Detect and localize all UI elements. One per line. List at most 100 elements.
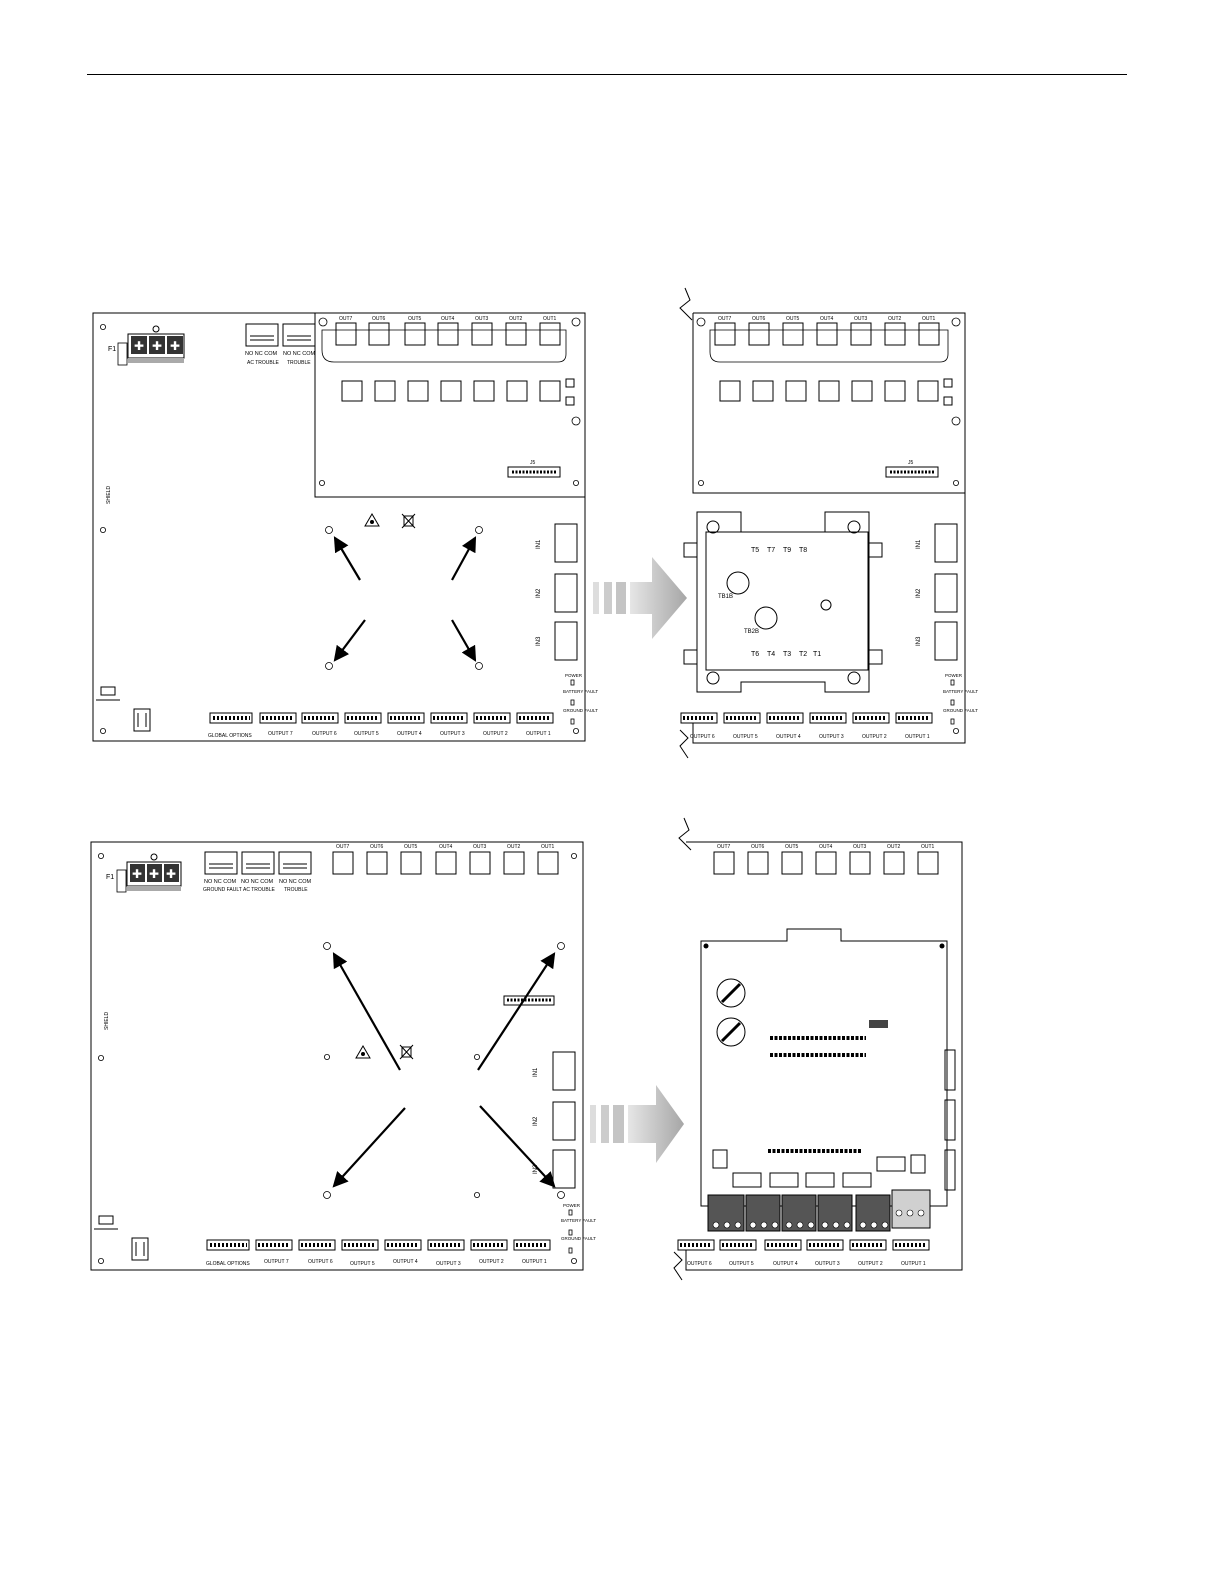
svg-text:T5: T5 — [751, 547, 759, 554]
side-mark: SHIELD — [104, 1012, 110, 1030]
output-connectors — [332, 851, 559, 875]
out-label: OUT3 — [475, 316, 489, 322]
fuse-label: F1 — [106, 874, 114, 881]
out-label: OUT1 — [922, 316, 936, 322]
svg-text:✚: ✚ — [152, 339, 162, 353]
led-label: GROUND FAULT — [943, 708, 978, 713]
led-label: BATTERY FAULT — [563, 689, 598, 694]
out-label: OUT3 — [853, 844, 867, 850]
figure1-left-board: F1 ✚✚✚ NO NC COM NO NC COM AC TROUBLE TR… — [92, 312, 598, 742]
status-leds — [568, 1209, 573, 1254]
relay-connectors — [204, 851, 312, 875]
out-label: OUT1 — [543, 316, 557, 322]
input-label: IN2 — [533, 1116, 539, 1126]
esd-warning-icon — [364, 513, 380, 527]
svg-text:T2: T2 — [799, 651, 807, 658]
dip-label: OUTPUT 4 — [773, 1261, 798, 1267]
output-connectors-top — [335, 322, 561, 346]
svg-text:T9: T9 — [783, 547, 791, 554]
side-mark: SHIELD — [106, 486, 112, 504]
relay-caption: GROUND FAULT — [203, 887, 242, 893]
led-label: BATTERY FAULT — [943, 689, 978, 694]
input-label: IN3 — [533, 1164, 539, 1174]
dip-label: OUTPUT 5 — [729, 1261, 754, 1267]
dip-label: OUTPUT 5 — [350, 1261, 375, 1267]
out-label: OUT6 — [370, 844, 384, 850]
dip-label: OUTPUT 1 — [526, 731, 551, 737]
out-label: OUT4 — [819, 844, 833, 850]
svg-text:✚: ✚ — [132, 867, 142, 881]
input-label: IN2 — [536, 588, 542, 598]
svg-text:T4: T4 — [767, 651, 775, 658]
led-label: POWER — [565, 673, 583, 678]
out-label: OUT6 — [372, 316, 386, 322]
dip-label: OUTPUT 3 — [440, 731, 465, 737]
mounting-arrows — [333, 536, 477, 662]
dip-label: OUTPUT 2 — [858, 1261, 883, 1267]
dip-label: OUTPUT 4 — [393, 1259, 418, 1265]
figure2-left-board: F1 ✚✚✚ NO NC COM NO NC COM NO NC COM GRO… — [90, 841, 596, 1271]
led-label: BATTERY FAULT — [561, 1218, 596, 1223]
relay-connectors — [245, 323, 316, 347]
dip-label: GLOBAL OPTIONS — [208, 733, 252, 739]
battery-connector — [96, 686, 151, 732]
dip-label: OUTPUT 3 — [819, 734, 844, 740]
svg-text:✚: ✚ — [149, 867, 159, 881]
relay-label: NO NC COM — [279, 879, 312, 885]
dip-label: OUTPUT 3 — [436, 1261, 461, 1267]
svg-text:T8: T8 — [799, 547, 807, 554]
out-label: OUT5 — [404, 844, 418, 850]
dip-label: OUTPUT 7 — [268, 731, 293, 737]
svg-text:✚: ✚ — [134, 339, 144, 353]
input-connectors — [554, 523, 578, 661]
figure1-right-board: OUT7 OUT6 OUT5 OUT4 OUT3 OUT2 OUT1 J5 IN… — [679, 287, 978, 759]
out-label: OUT2 — [507, 844, 521, 850]
power-terminal-block: ✚✚✚ — [126, 853, 182, 891]
relay-label: NO NC COM — [283, 351, 316, 357]
esd-warning-icon — [355, 1045, 371, 1059]
dip-label: OUTPUT 6 — [690, 734, 715, 740]
power-terminal-block: ✚ ✚ ✚ — [127, 325, 185, 363]
dip-label: OUTPUT 2 — [479, 1259, 504, 1265]
dip-label: OUTPUT 2 — [483, 731, 508, 737]
relay-label: NO NC COM — [241, 879, 274, 885]
header-j5 — [507, 466, 561, 478]
led-label: POWER — [563, 1203, 581, 1208]
dip-label: OUTPUT 2 — [862, 734, 887, 740]
svg-text:TB2B: TB2B — [744, 629, 759, 635]
led-label: POWER — [945, 673, 963, 678]
mounting-arrows — [332, 952, 556, 1188]
out-label: OUT6 — [752, 316, 766, 322]
dip-label: OUTPUT 5 — [733, 734, 758, 740]
dip-label: OUTPUT 7 — [264, 1259, 289, 1265]
led-label: GROUND FAULT — [561, 1236, 596, 1241]
dip-label: OUTPUT 1 — [901, 1261, 926, 1267]
output-connectors-bottom — [341, 378, 575, 406]
top-rule — [87, 74, 1127, 75]
out-label: OUT7 — [336, 844, 350, 850]
out-label: OUT1 — [921, 844, 935, 850]
out-label: OUT4 — [441, 316, 455, 322]
dip-label: OUTPUT 3 — [815, 1261, 840, 1267]
out-label: OUT1 — [541, 844, 555, 850]
weee-bin-icon — [401, 513, 416, 529]
out-label: OUT6 — [751, 844, 765, 850]
dip-label: OUTPUT 4 — [776, 734, 801, 740]
dip-label: OUTPUT 6 — [687, 1261, 712, 1267]
out-label: OUT7 — [717, 844, 731, 850]
svg-text:T3: T3 — [783, 651, 791, 658]
dip-label: GLOBAL OPTIONS — [206, 1261, 250, 1267]
out-label: OUT5 — [785, 844, 799, 850]
svg-text:✚: ✚ — [170, 339, 180, 353]
expansion-module — [683, 511, 883, 693]
svg-text:T7: T7 — [767, 547, 775, 554]
input-connectors — [552, 1051, 576, 1189]
out-label: OUT5 — [408, 316, 422, 322]
relay-caption: AC TROUBLE — [247, 360, 280, 366]
dip-label: OUTPUT 4 — [397, 731, 422, 737]
led-label: GROUND FAULT — [563, 708, 598, 713]
relay-label: NO NC COM — [204, 879, 237, 885]
relay-caption: TROUBLE — [284, 887, 308, 893]
module-terminal-labels: T5 T7 T9 T8 T6 T4 T3 T2 T1 TB1B TB2B — [718, 547, 821, 658]
dip-label: OUTPUT 6 — [308, 1259, 333, 1265]
